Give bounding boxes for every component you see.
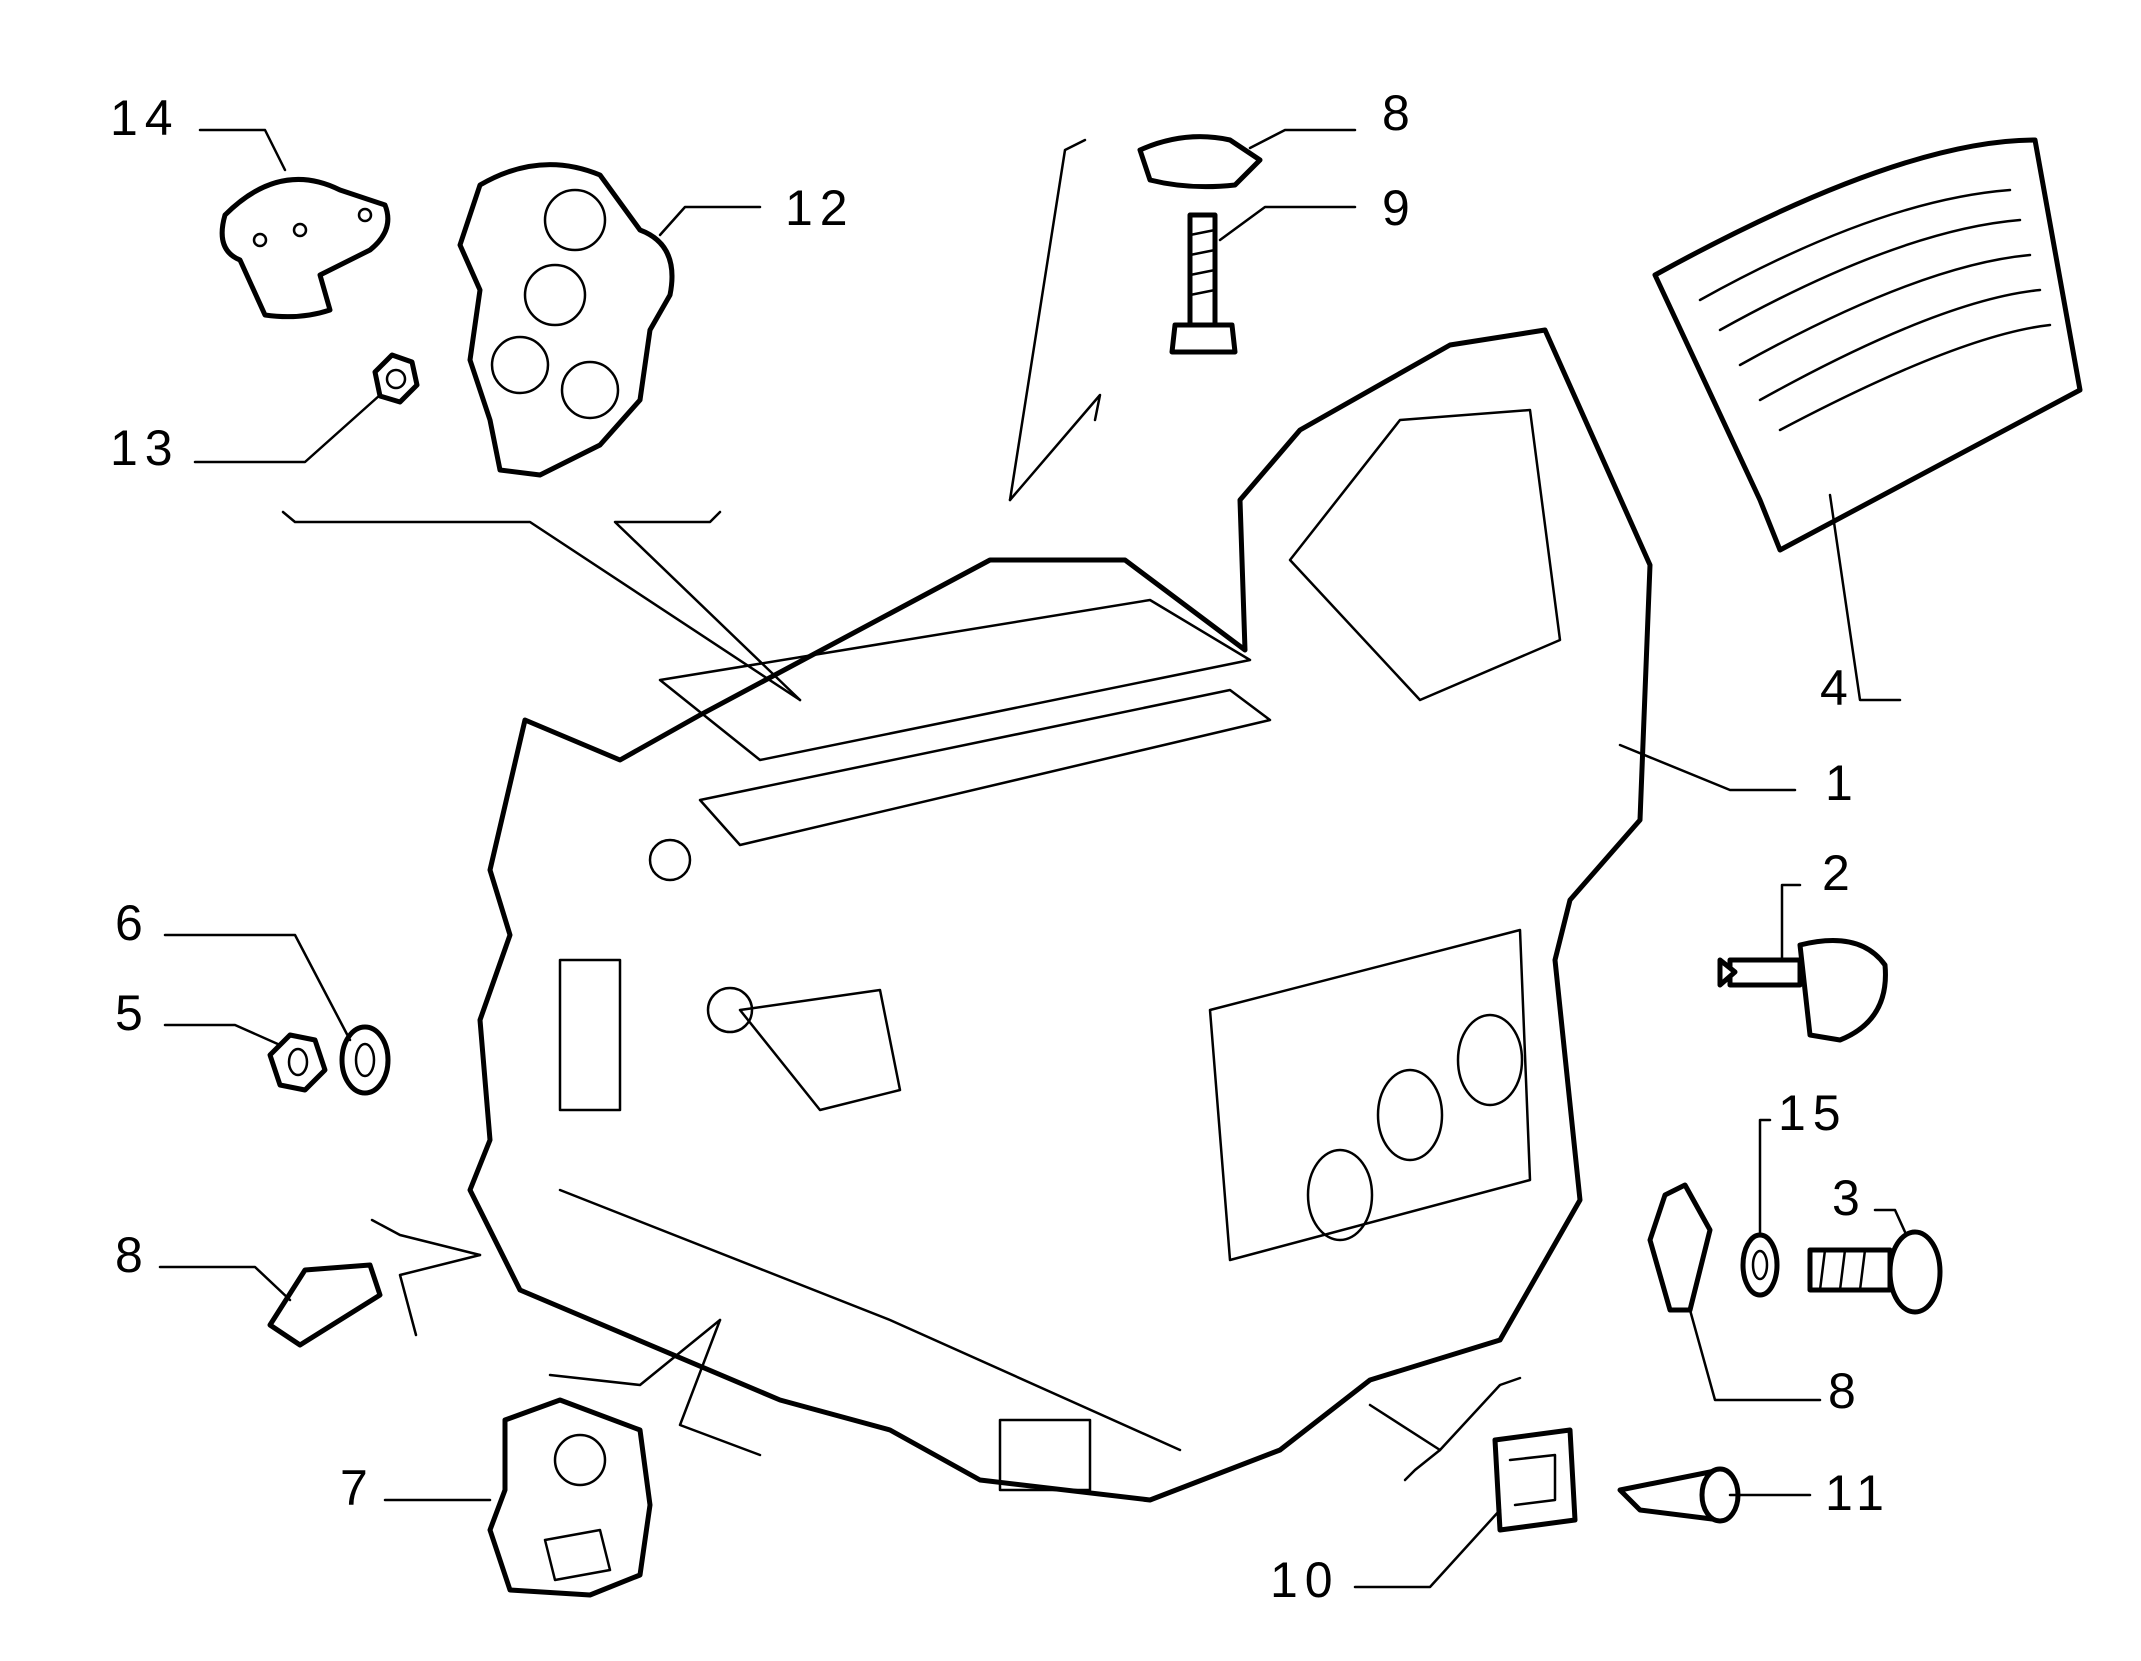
part-14-shaped-bracket [219,176,391,320]
callout-11: 11 [1825,1465,1891,1521]
part-7-bracket-clip [487,1397,653,1598]
part-12-gasket-plate [457,162,675,478]
part-4-vent-grille [1652,137,2083,553]
heater-housing [467,327,1653,1503]
callout-leaders [158,128,1907,1589]
part-8-clip-left [267,1262,383,1348]
callout-4: 4 [1820,660,1855,716]
callout-5: 5 [115,985,150,1041]
callout-2: 2 [1822,845,1857,901]
callout-15: 15 [1778,1085,1848,1141]
part-9-bolt [1169,212,1238,355]
callout-12: 12 [785,180,855,236]
part-15-washer [1740,1232,1780,1298]
callout-10: 10 [1270,1552,1340,1608]
callout-8-top: 8 [1382,85,1417,141]
part-6-washer [339,1024,391,1096]
callout-8-left: 8 [115,1227,150,1283]
callout-14: 14 [110,90,180,146]
callout-labels: 1 2 3 4 5 6 7 8 8 8 9 10 11 12 13 14 15 [110,85,1891,1608]
part-8-clip-top [1137,134,1263,190]
part-13-nut [372,352,420,405]
assembly-brackets [281,138,1522,1482]
callout-1: 1 [1825,755,1860,811]
callout-8-right: 8 [1828,1363,1863,1419]
callout-13: 13 [110,420,180,476]
part-11-self-tapping-screw [1617,1466,1741,1524]
part-8-clip-right [1647,1182,1713,1313]
callout-9: 9 [1382,180,1417,236]
part-10-spring-clip [1492,1427,1578,1533]
callout-6: 6 [115,895,150,951]
part-3-screw [1807,1229,1943,1315]
callout-7: 7 [340,1460,375,1516]
part-2-knob-shaft [1717,938,1888,1043]
callout-3: 3 [1832,1170,1867,1226]
part-5-nut [267,1032,328,1093]
